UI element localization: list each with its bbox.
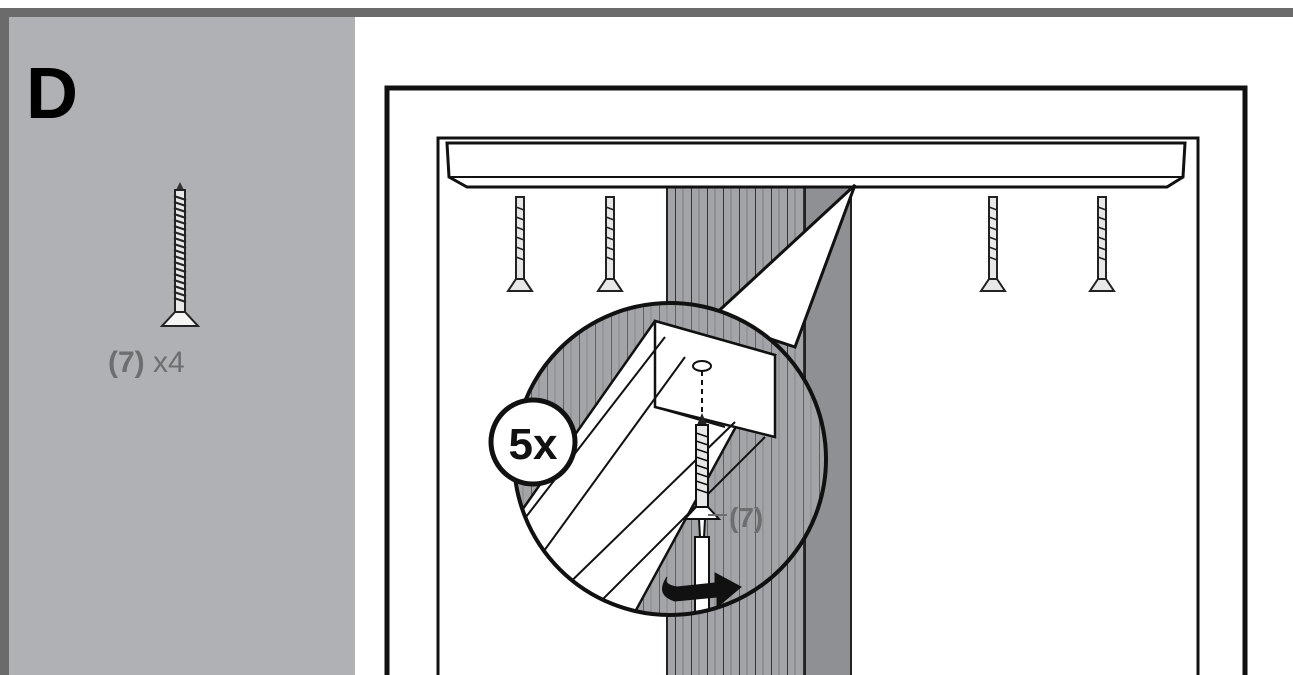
left-border bbox=[0, 8, 9, 675]
parts-sidebar bbox=[9, 17, 355, 675]
repeat-count: 5x bbox=[509, 420, 558, 469]
callout-screw-label: (7) bbox=[729, 502, 763, 533]
step-letter: D bbox=[26, 54, 78, 134]
assembly-illustration: 5x (7) bbox=[384, 85, 1248, 675]
screw-icon bbox=[159, 182, 201, 327]
detail-callout bbox=[512, 301, 828, 617]
headrail bbox=[445, 141, 1187, 189]
rotate-arrow-icon bbox=[662, 572, 742, 609]
top-border bbox=[0, 8, 1293, 17]
part-quantity-label: (7) x4 bbox=[108, 346, 185, 380]
part-id: (7) bbox=[108, 346, 145, 379]
part-count: x4 bbox=[153, 346, 185, 379]
repeat-badge: 5x bbox=[488, 397, 578, 487]
